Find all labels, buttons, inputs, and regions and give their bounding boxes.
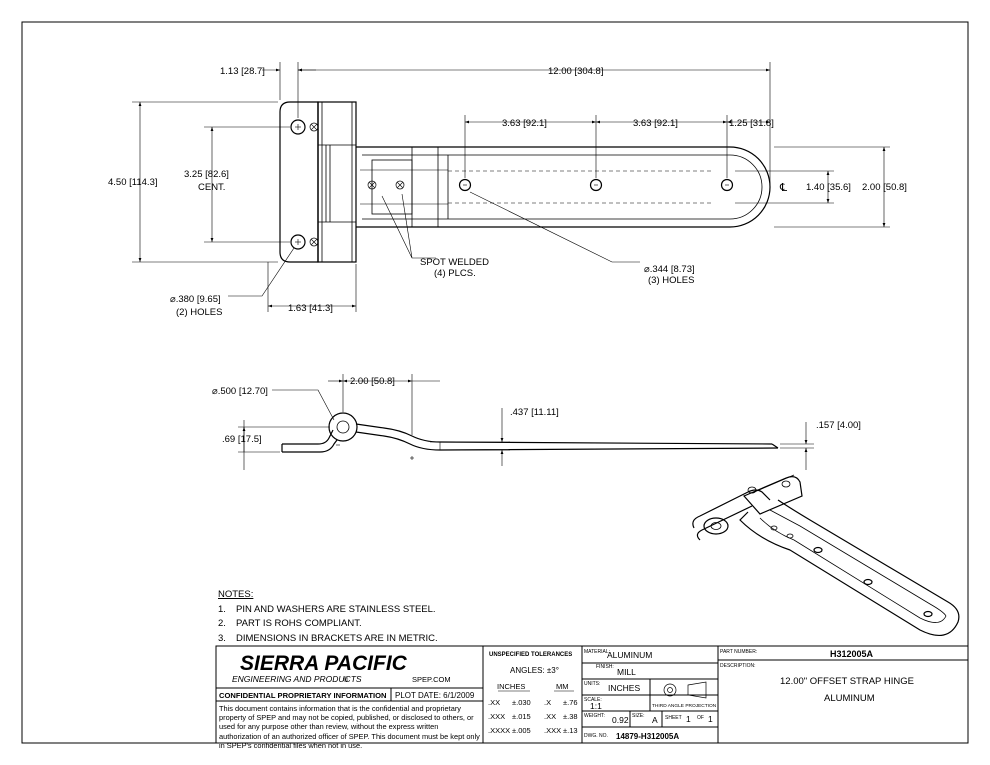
weight-label: WEIGHT: [584, 713, 605, 719]
note-text: PIN AND WASHERS ARE STAINLESS STEEL. [236, 603, 436, 615]
description-line-2: ALUMINUM [824, 693, 875, 704]
dim-strap-hole-qty: (3) HOLES [648, 275, 694, 286]
scale-value: 1:1 [590, 701, 602, 711]
dim-top-left: 1.13 [28.7] [220, 66, 265, 77]
dim-leaf-hole-qty: (2) HOLES [176, 307, 222, 318]
spot-weld-qty: (4) PLCS. [434, 268, 476, 279]
of-label: OF [697, 715, 704, 721]
material-value: ALUMINUM [607, 650, 652, 660]
angles-tolerance: ANGLES: ±3° [510, 666, 559, 675]
note-item: 3. DIMENSIONS IN BRACKETS ARE IN METRIC. [218, 632, 518, 647]
inches-heading: INCHES [497, 682, 525, 691]
dim-thickness: .157 [4.00] [816, 420, 861, 431]
description-line-1: 12.00" OFFSET STRAP HINGE [780, 676, 914, 687]
notes-section: NOTES: 1. PIN AND WASHERS ARE STAINLESS S… [218, 588, 518, 646]
company-subtitle: ENGINEERING AND PRODUCTS [232, 674, 362, 684]
centerline-symbol: ℄ [779, 182, 787, 194]
dim-leaf-width: 1.63 [41.3] [288, 303, 333, 314]
dim-strap-width: 2.00 [50.8] [862, 182, 907, 193]
part-number-label: PART NUMBER: [720, 649, 757, 655]
weight-value: 0.92 [612, 715, 629, 725]
mm-heading: MM [556, 682, 569, 691]
dim-offset-length: 2.00 [50.8] [350, 376, 395, 387]
dim-overall-height: 4.50 [114.3] [108, 177, 158, 188]
description-label: DESCRIPTION: [720, 663, 756, 669]
dim-offset-drop: .437 [11.11] [510, 407, 559, 418]
notes-title: NOTES: [218, 589, 254, 600]
units-label: UNITS: [584, 681, 600, 687]
confidential-statement: This document contains information that … [219, 704, 480, 750]
finish-value: MILL [617, 667, 636, 677]
side-view [281, 412, 779, 460]
dim-overall-length: 12.00 [304.8] [548, 66, 603, 77]
dim-leaf-hole-dia: ⌀.380 [9.65] [170, 294, 221, 305]
dim-strap-inner: 1.40 [35.6] [806, 182, 851, 193]
dim-strap-hole-dia: ⌀.344 [8.73] [644, 264, 695, 275]
note-item: 1. PIN AND WASHERS ARE STAINLESS STEEL. [218, 603, 518, 618]
dim-hole-centers: 3.25 [82.6] [184, 169, 229, 180]
dim-end-offset: 1.25 [31.8] [729, 118, 774, 129]
note-number: 3. [218, 632, 226, 644]
registered-mark: ® [343, 676, 349, 684]
dim-knuckle-height: .69 [17.5] [222, 434, 262, 445]
note-text: PART IS ROHS COMPLIANT. [236, 618, 362, 629]
dwg-label: DWG. NO. [584, 733, 608, 739]
company-website: SPEP.COM [412, 675, 451, 684]
note-item: 2. PART IS ROHS COMPLIANT. [218, 617, 518, 632]
note-number: 2. [218, 618, 226, 629]
plot-date: PLOT DATE: 6/1/2009 [395, 691, 475, 700]
dim-pin-dia: ⌀.500 [12.70] [212, 386, 268, 397]
projection-label: THIRD ANGLE PROJECTION [652, 703, 717, 709]
confidential-label: CONFIDENTIAL PROPRIETARY INFORMATION [219, 691, 386, 700]
finish-label: FINISH: [596, 664, 614, 670]
material-label: MATERIAL: [584, 649, 610, 655]
dim-hole-spacing-1: 3.63 [92.1] [502, 118, 547, 129]
dim-hole-centers-note: CENT. [198, 182, 225, 193]
company-name: SIERRA PACIFIC [240, 652, 408, 675]
side-view-dimensions [238, 374, 814, 470]
sheet-value: 1 [686, 714, 691, 724]
top-view-dimensions [132, 62, 890, 312]
note-number: 1. [218, 603, 226, 615]
tol-row-3: .XXXX±.005.XXX±.13 [488, 726, 578, 735]
part-number: H312005A [830, 649, 874, 659]
scale-label: SCALE: [584, 697, 602, 703]
of-value: 1 [708, 714, 713, 724]
top-view [279, 101, 771, 263]
tol-row-1: .XX±.030.X±.76 [488, 698, 578, 707]
isometric-view [692, 474, 960, 637]
units-value: INCHES [608, 683, 640, 693]
dim-hole-spacing-2: 3.63 [92.1] [633, 118, 678, 129]
title-block [215, 645, 969, 744]
sheet-label: SHEET [665, 715, 682, 721]
note-text: DIMENSIONS IN BRACKETS ARE IN METRIC. [236, 632, 438, 644]
spot-weld-label: SPOT WELDED [420, 257, 489, 268]
size-value: A [652, 715, 658, 725]
size-label: SIZE: [632, 713, 645, 719]
dwg-number: 14879-H312005A [616, 732, 679, 741]
tolerances-label: UNSPECIFIED TOLERANCES [489, 652, 572, 658]
tol-row-2: .XXX±.015.XX±.38 [488, 712, 578, 721]
